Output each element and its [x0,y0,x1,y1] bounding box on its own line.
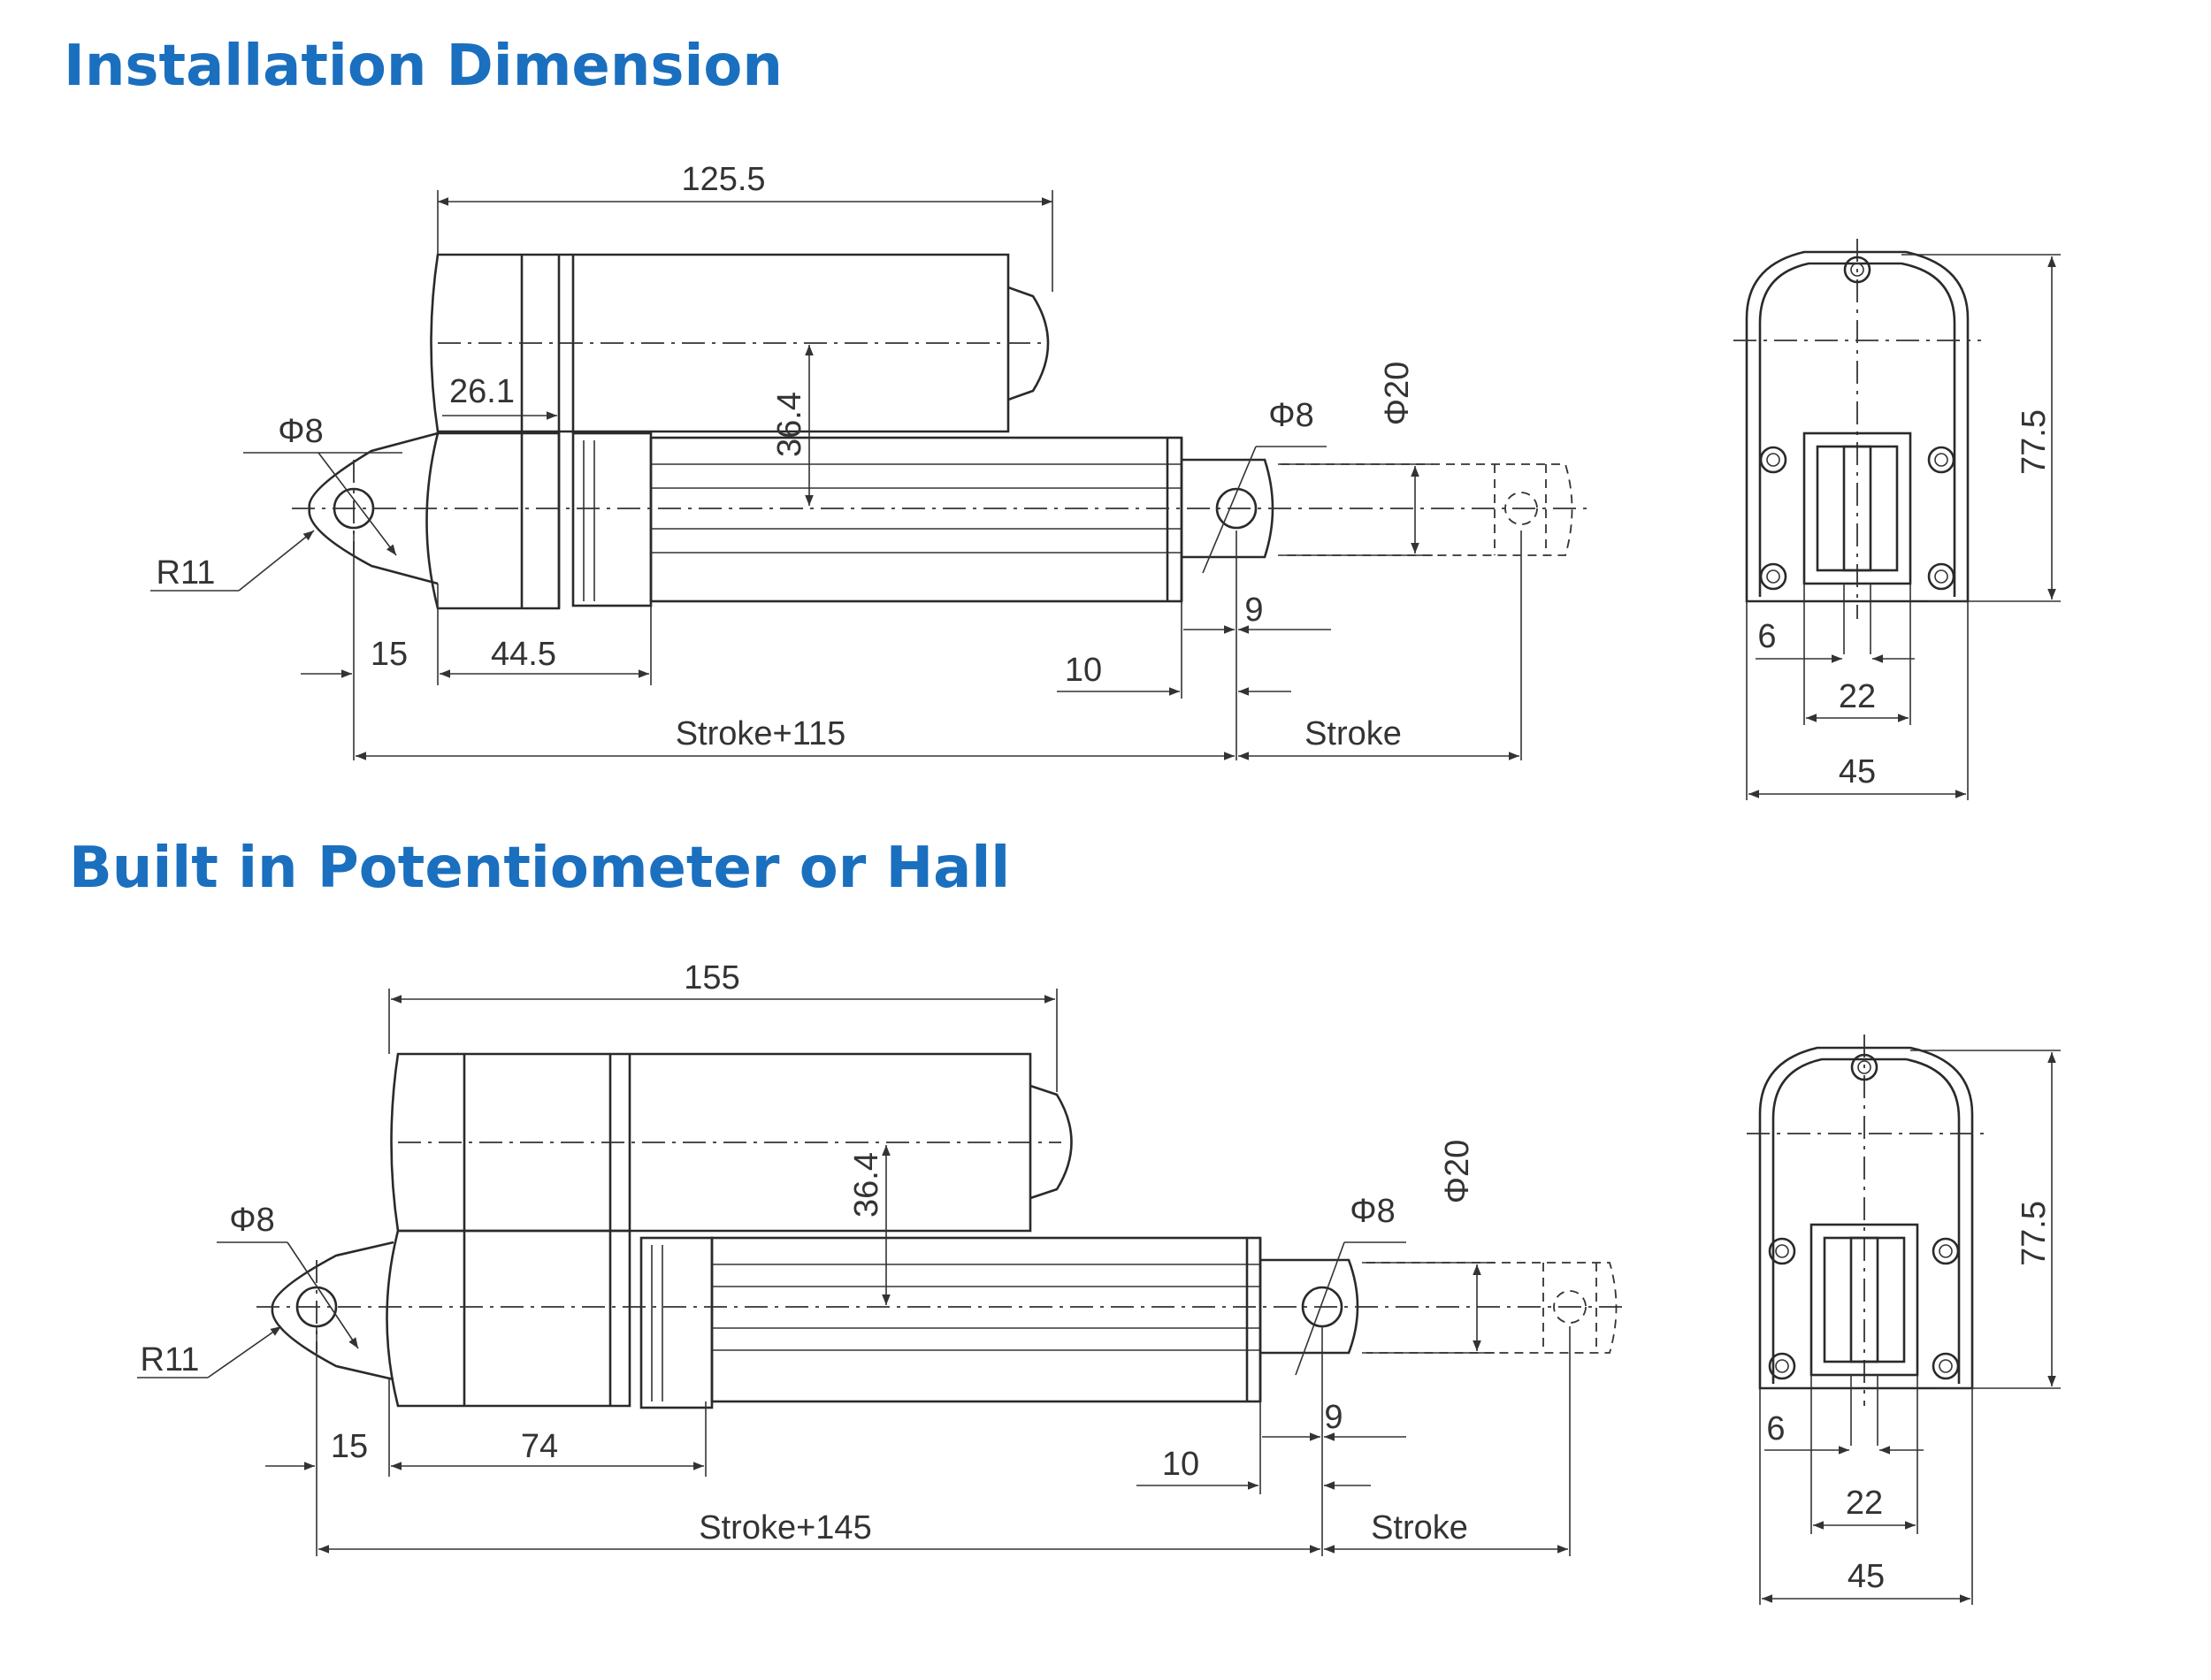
top-length-total: 125.5 [681,161,765,198]
bottom-rear-hole: Φ8 [229,1202,274,1239]
top-rod-dia: Φ20 [1379,362,1416,426]
bottom-stroke: Stroke [1371,1509,1468,1546]
top-rod-eye: 9 [1244,592,1263,629]
bottom-dimensions: 155 36.4 Φ8 R11 Φ20 Φ8 15 74 9 10 Stroke [137,959,1571,1556]
bottom-rear-radius: R11 [141,1341,200,1378]
bottom-rod-end-offset: 10 [1162,1446,1199,1483]
bottom-center-height: 36.4 [848,1152,885,1218]
bottom-retracted-length: Stroke+145 [699,1509,871,1546]
bottom-end-view [1747,1035,1985,1446]
bottom-rod-eye: 9 [1324,1399,1343,1436]
top-front-hole: Φ8 [1268,397,1313,434]
bottom-actuator-drawing [256,1052,1627,1409]
top-end-view [1733,239,1981,654]
top-rod-end-offset: 10 [1065,652,1102,689]
top-side-height: 77.5 [2016,409,2053,475]
bottom-gearbox-length: 74 [521,1428,558,1465]
bottom-rear-pin-offset: 15 [331,1428,368,1465]
bottom-rod-dia: Φ20 [1439,1140,1476,1204]
installation-dimension-title: Installation Dimension [64,34,783,99]
potentiometer-hall-title: Built in Potentiometer or Hall [69,836,1011,901]
bottom-end-dimensions: 77.5 6 22 45 [1759,1050,2061,1605]
top-slot-width: 22 [1839,678,1876,715]
top-motor-offset: 26.1 [449,373,515,410]
bottom-slot-offset: 6 [1766,1410,1785,1447]
top-rear-pin-offset: 15 [371,636,408,673]
top-rear-hole: Φ8 [278,413,323,450]
top-dimensions: 125.5 26.1 36.4 Φ8 R11 Φ20 Φ8 15 [150,161,1522,760]
bottom-side-width: 45 [1848,1558,1885,1595]
top-gearbox-length: 44.5 [491,636,556,673]
top-stroke: Stroke [1304,715,1402,752]
top-slot-offset: 6 [1757,618,1776,655]
top-end-dimensions: 77.5 6 22 45 [1746,254,2061,800]
top-side-width: 45 [1839,753,1876,790]
top-retracted-length: Stroke+115 [676,715,846,752]
bottom-length-total: 155 [684,959,739,997]
top-center-height: 36.4 [771,392,808,457]
bottom-slot-width: 22 [1846,1485,1883,1522]
bottom-front-hole: Φ8 [1350,1193,1395,1230]
bottom-side-height: 77.5 [2016,1201,2053,1266]
top-rear-radius: R11 [157,554,216,592]
